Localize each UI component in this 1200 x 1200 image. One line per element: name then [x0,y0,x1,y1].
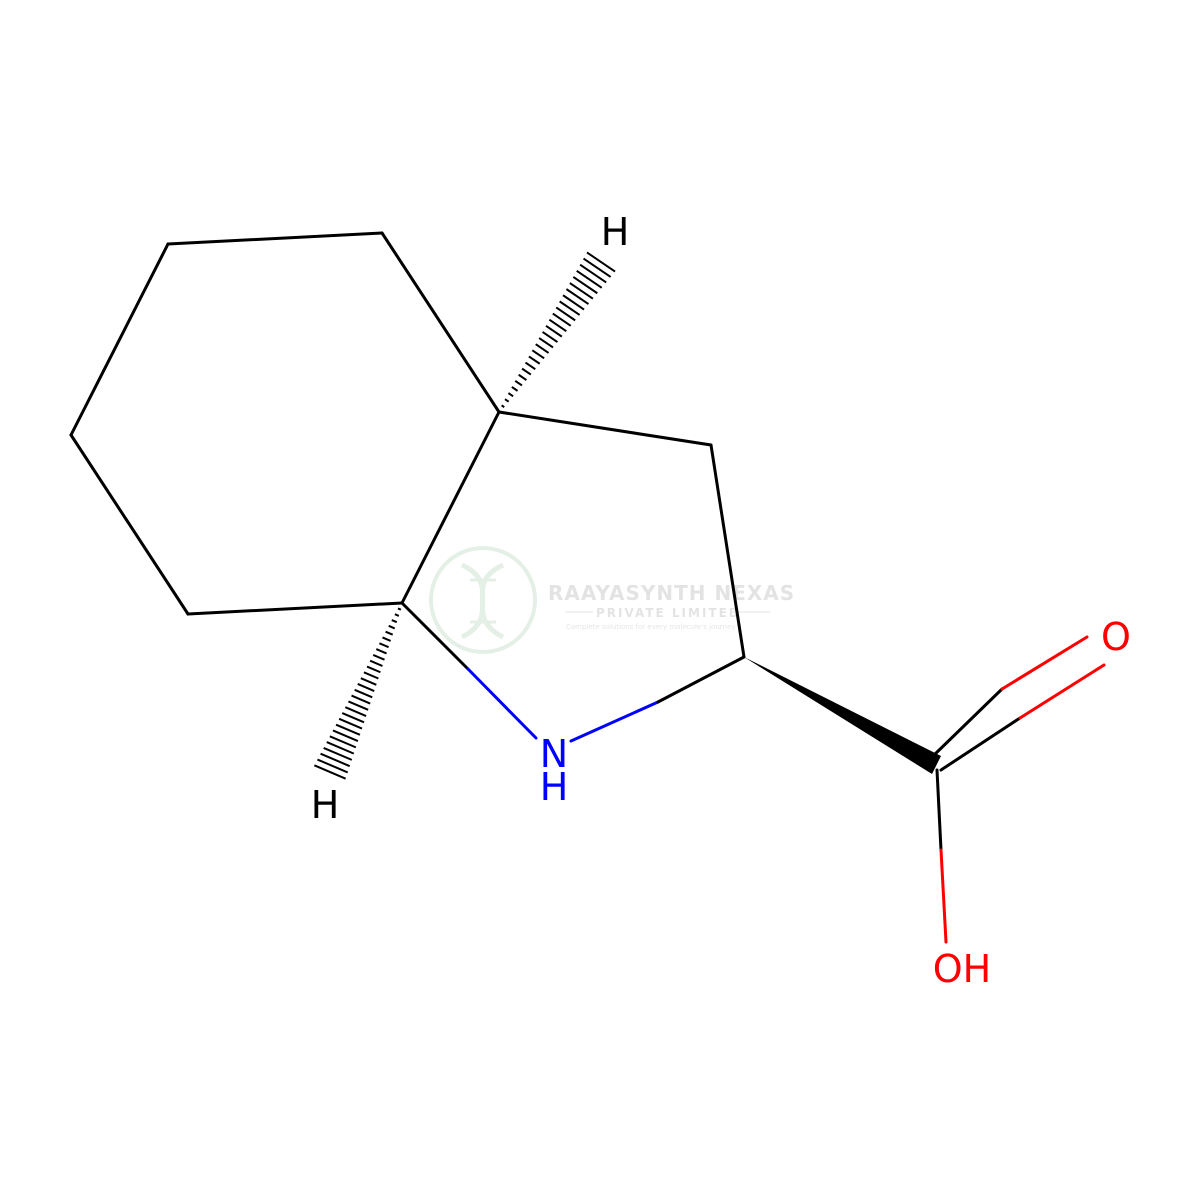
hash-line [514,380,523,387]
bonds [69,231,1106,944]
bond-c7a-c3a [400,410,501,605]
hash-line [545,324,563,338]
hash-line [569,282,594,300]
hash-line [586,251,616,273]
hash-line [397,607,402,611]
hash-line [320,752,351,768]
hash-line [572,276,598,295]
dna-helix-logo [460,562,505,640]
bond-c2-c3 [69,242,170,437]
hash-line [555,306,576,322]
atom-h-top: H [601,210,630,254]
hash-line [354,688,373,699]
hash-line [357,683,375,692]
hash-line [548,318,567,333]
hash-line [582,257,612,278]
bond-c7a-n-black [400,601,470,671]
hash-line [369,659,383,667]
bond-c3a-c3 [497,410,713,447]
hash-line [552,312,572,327]
hash-line [351,694,371,705]
atom-h-bottom: H [311,783,340,827]
watermark-tagline: Complete solutions for every molecule's … [566,623,735,631]
hash-line [332,729,359,743]
hash-line [375,648,387,655]
hash-line [538,337,554,349]
bond-c3a-c1 [380,231,501,414]
hash-line [511,386,519,392]
atom-nh: H [540,765,569,809]
hash-line [579,263,607,284]
hash-line [559,300,581,316]
hash-line [313,764,347,780]
hash-line [518,373,527,381]
bond-c7a-n-blue [466,667,538,740]
watermark-company: RAAYASYNTH NEXAS [548,581,795,605]
hash-line [507,392,514,398]
hash-line [338,717,363,730]
hash-line [576,269,603,289]
bond-c-oh-red [939,848,948,944]
hash-line [400,601,404,605]
wedge-bond-c2-cooh [744,657,941,774]
bond-c3-c2 [709,443,746,659]
hash-line [335,723,361,736]
hash-line [521,367,532,376]
bond-c-c-dbl-a-red [1000,635,1089,691]
hash-line [385,630,394,636]
hash-line [326,741,355,755]
hash-line [317,758,349,774]
hash-line [366,665,381,674]
bond-c-o-dbl-b-black [939,716,1022,772]
bond-c-oh-black [935,768,943,852]
hash-line [363,671,379,680]
hash-line [372,653,385,661]
hash-line [528,355,541,365]
bond-n-c2-black [656,655,746,704]
hash-line [379,642,389,649]
watermark-ring [429,546,537,654]
hash-line [524,361,536,371]
hash-line [531,349,545,360]
hash-line [382,636,392,642]
atom-oh: OH [933,947,991,991]
hash-line [391,619,398,624]
hash-line [388,624,396,630]
bond-n-c2-blue [569,700,660,743]
hash-line [360,677,377,686]
atom-n: N [540,732,568,776]
atom-o-carbonyl: O [1101,615,1131,659]
bond-c3-c4 [69,433,190,616]
bond-c-o-dbl-b-red [1018,663,1106,720]
hash-line [348,700,369,711]
hash-line [323,746,353,761]
hash-line [565,288,590,305]
bond-c4-c7a [186,601,404,616]
hash-line [344,706,367,717]
hash-line [562,294,585,311]
hash-line [504,398,510,403]
hash-line [394,613,400,617]
watermark-subtitle: PRIVATE LIMITED [596,606,741,620]
hashed-wedge-c7a-h [313,601,404,780]
bond-c1-c2 [166,231,384,246]
hash-line [535,343,550,354]
hash-line [329,735,357,749]
hash-line [341,712,365,724]
hashed-wedge-c3a-h [497,251,616,414]
hash-line [501,404,505,408]
hash-line [541,331,559,343]
hash-line [497,410,501,414]
bond-c-c-dbl-a-black [930,687,1004,759]
